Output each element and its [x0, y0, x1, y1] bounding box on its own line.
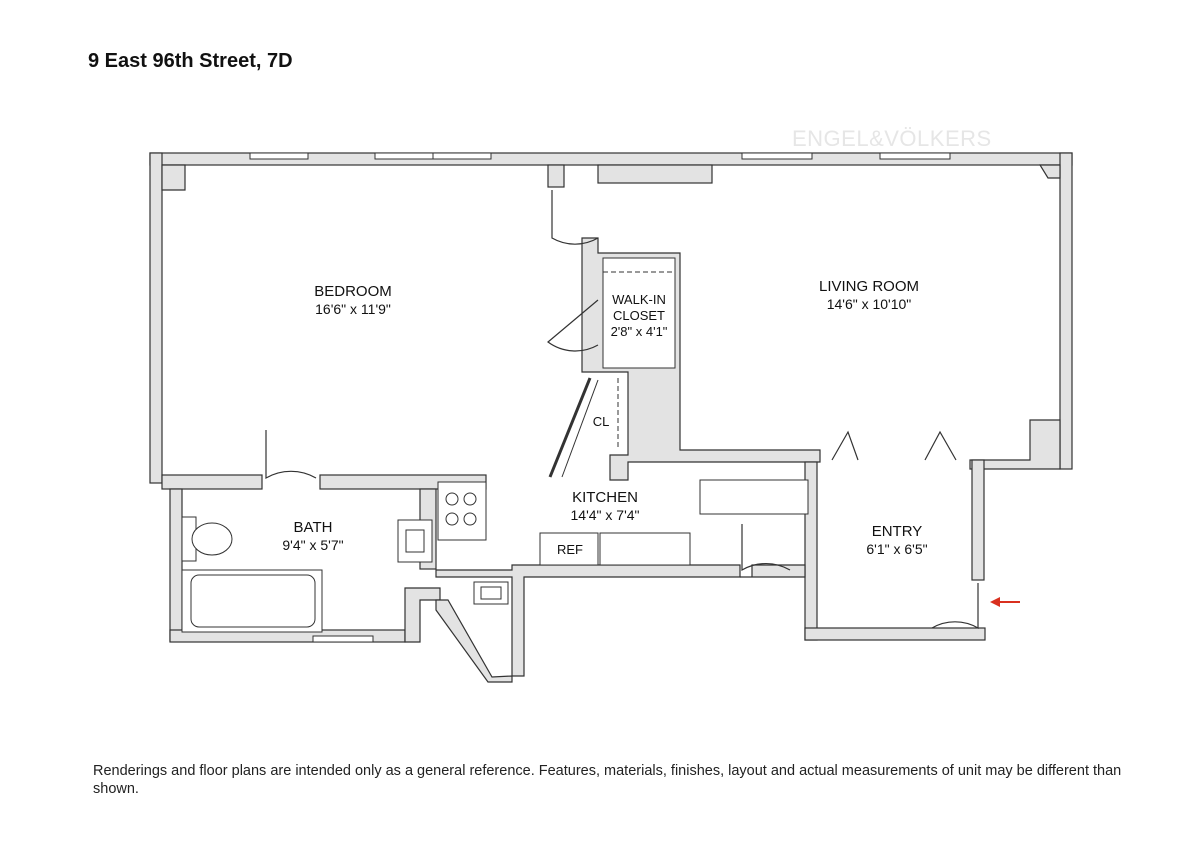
bathtub-basin: [190, 574, 316, 628]
toilet-bowl: [191, 522, 233, 556]
kitchen-counter: [599, 532, 691, 566]
bedroom-label: BEDROOM: [314, 283, 392, 300]
kitchen-label: KITCHEN: [572, 489, 638, 506]
windows: [249, 152, 951, 643]
living-bifold-door-right: [924, 430, 957, 461]
kitchen-door-swing: [741, 524, 791, 572]
page-title: 9 East 96th Street, 7D: [88, 50, 293, 72]
bedroom-door-swing: [551, 190, 599, 245]
watermark-logo: ENGEL&VÖLKERS: [792, 126, 992, 151]
kitchen-sink-basin: [480, 586, 502, 600]
entry-arrow-icon: [990, 597, 1020, 607]
disclaimer-text: Renderings and floor plans are intended …: [93, 763, 1122, 797]
closet-label: CL: [593, 414, 610, 429]
ref-label: REF: [557, 542, 583, 557]
kitchen-cabinet: [699, 479, 809, 515]
living-room-label: LIVING ROOM: [819, 278, 919, 295]
kitchen-dims: 14'4" x 7'4": [571, 507, 640, 523]
entry-dims: 6'1" x 6'5": [866, 541, 927, 557]
doors: [265, 190, 979, 630]
walkin-closet-dims: 2'8" x 4'1": [611, 324, 668, 339]
bath-door-swing: [265, 430, 317, 480]
walkin-closet-box: [602, 257, 676, 369]
walkin-closet-label-1: WALK-IN: [612, 292, 666, 307]
stove: [437, 481, 487, 541]
bath-sink-basin: [405, 529, 425, 553]
walkin-closet-label-2: CLOSET: [613, 308, 665, 323]
bath-label: BATH: [294, 519, 333, 536]
entry-label: ENTRY: [872, 523, 923, 540]
closet-door-left-inner: [561, 379, 599, 478]
bath-dims: 9'4" x 5'7": [282, 537, 343, 553]
closet-door-left: [548, 377, 592, 478]
living-bifold-door-left: [831, 430, 859, 461]
living-room-dims: 14'6" x 10'10": [827, 296, 912, 312]
walkin-closet-door-swing: [547, 299, 599, 352]
bedroom-dims: 16'6" x 11'9": [315, 301, 391, 317]
refrigerator: [539, 532, 599, 566]
entry-door-swing: [931, 583, 979, 630]
fixtures: [181, 479, 809, 633]
